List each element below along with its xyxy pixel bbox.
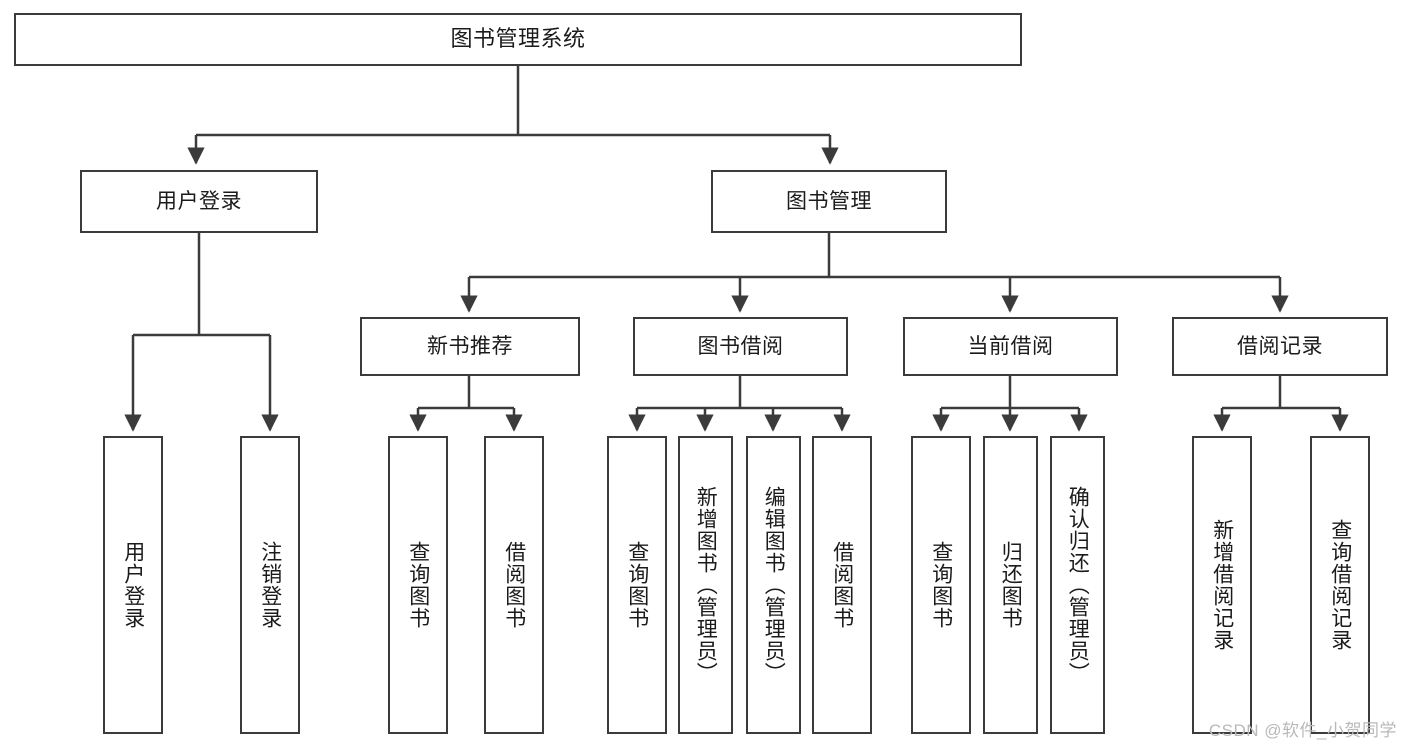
leaf-current-query-book[interactable]: 查询图书 (911, 436, 971, 734)
node-label: 用户登录 (156, 189, 242, 213)
node-label: 借阅记录 (1237, 334, 1323, 358)
node-current-borrow[interactable]: 当前借阅 (903, 317, 1118, 376)
node-label: 查询图书 (929, 541, 953, 629)
node-label: 新增图书（管理员） (694, 486, 718, 684)
leaf-current-return-book[interactable]: 归还图书 (983, 436, 1038, 734)
node-label: 借阅图书 (502, 541, 526, 629)
node-label: 归还图书 (999, 541, 1023, 629)
leaf-borrow-borrow-book[interactable]: 借阅图书 (812, 436, 872, 734)
watermark-text: CSDN @软件_小贺同学 (1208, 721, 1397, 740)
leaf-recommend-query-book[interactable]: 查询图书 (388, 436, 448, 734)
node-label: 注销登录 (258, 541, 282, 629)
node-label: 当前借阅 (967, 334, 1054, 358)
leaf-user-login-logout[interactable]: 注销登录 (240, 436, 300, 734)
node-root-book-management-system[interactable]: 图书管理系统 (14, 13, 1022, 66)
node-label: 查询图书 (406, 541, 430, 629)
leaf-current-confirm-return-admin[interactable]: 确认归还（管理员） (1050, 436, 1105, 734)
leaf-user-login-login[interactable]: 用户登录 (103, 436, 163, 734)
node-label: 图书借阅 (697, 334, 784, 358)
node-label: 图书管理系统 (450, 26, 586, 52)
node-label: 借阅图书 (830, 541, 854, 629)
leaf-borrow-edit-book-admin[interactable]: 编辑图书（管理员） (746, 436, 801, 734)
node-new-book-recommend[interactable]: 新书推荐 (360, 317, 580, 376)
node-label: 编辑图书（管理员） (762, 486, 786, 684)
node-borrow-record[interactable]: 借阅记录 (1172, 317, 1388, 376)
leaf-record-query-record[interactable]: 查询借阅记录 (1310, 436, 1370, 734)
leaf-borrow-add-book-admin[interactable]: 新增图书（管理员） (678, 436, 733, 734)
leaf-recommend-borrow-book[interactable]: 借阅图书 (484, 436, 544, 734)
leaf-record-add-record[interactable]: 新增借阅记录 (1192, 436, 1252, 734)
node-label: 确认归还（管理员） (1066, 486, 1090, 684)
node-label: 新增借阅记录 (1210, 519, 1234, 651)
leaf-borrow-query-book[interactable]: 查询图书 (607, 436, 667, 734)
node-user-login[interactable]: 用户登录 (80, 170, 318, 233)
node-label: 查询图书 (625, 541, 649, 629)
node-book-management[interactable]: 图书管理 (711, 170, 947, 233)
node-label: 图书管理 (786, 189, 872, 213)
node-label: 查询借阅记录 (1328, 519, 1352, 651)
node-label: 用户登录 (121, 541, 145, 629)
node-book-borrow[interactable]: 图书借阅 (633, 317, 848, 376)
node-label: 新书推荐 (427, 334, 513, 358)
